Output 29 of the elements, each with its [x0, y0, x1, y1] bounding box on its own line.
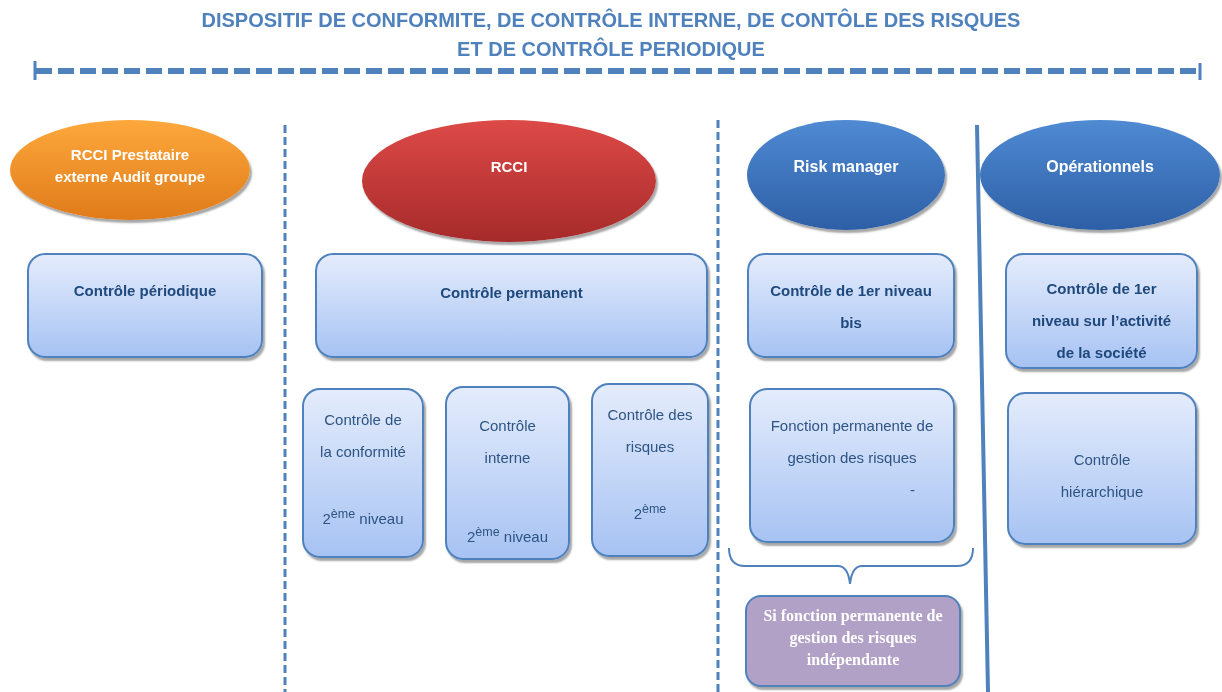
box-text: Contrôle permanent: [440, 283, 583, 303]
box-text: RCCI Prestataire externe Audit groupe: [53, 145, 207, 187]
box-text: Opérationnels: [1046, 157, 1154, 177]
rounded-box: [745, 595, 961, 687]
box-text: RCCI: [490, 157, 528, 177]
box-text: Contrôle de la conformité: [319, 410, 407, 462]
box-text: Risk manager: [793, 157, 899, 177]
rounded-box: [302, 388, 424, 558]
box-text: 2$^{ème}$ niveau: [466, 524, 548, 547]
box-text: 2$^{ème}$: [633, 501, 667, 524]
box-text: Fonction permanente de gestion des risques: [769, 416, 935, 468]
box-text: Contrôle des risques: [607, 405, 693, 457]
rounded-box: [27, 253, 263, 358]
box-text: -: [910, 480, 915, 500]
rounded-box: [315, 253, 708, 358]
rounded-box: [591, 383, 709, 557]
diagram-title: DISPOSITIF DE CONFORMITE, DE CONTRÔLE INTERNE, DE CONTÔLE DES RISQUES ET DE CONTRÔLE PERIODIQUE: [200, 7, 1022, 62]
rounded-box: [445, 386, 570, 560]
box-text: Contrôle périodique: [73, 281, 217, 301]
box-text: Contrôle de 1er niveau sur l’activité de la société: [1030, 279, 1173, 363]
box-text: Contrôle de 1er niveau bis: [769, 281, 933, 333]
box-text: Contrôle interne: [478, 416, 537, 468]
rounded-box: [747, 253, 955, 358]
box-text: 2$^{ème}$ niveau: [322, 506, 404, 529]
box-text: Contrôle hiérarchique: [1059, 450, 1145, 502]
rounded-box: [1005, 253, 1198, 369]
box-text: Si fonction permanente de gestion des risques indépendante: [762, 606, 944, 671]
rounded-box: [1007, 392, 1197, 545]
rounded-box: [749, 388, 955, 543]
